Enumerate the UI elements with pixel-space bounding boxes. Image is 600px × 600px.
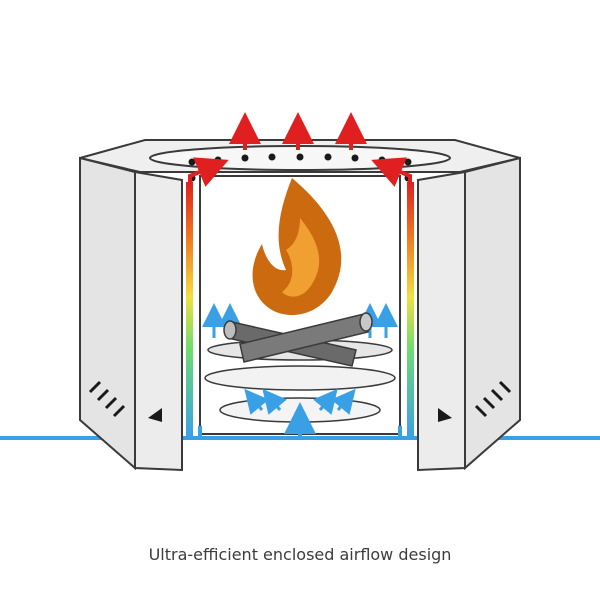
flame-icon <box>252 178 342 316</box>
left-outer-wall <box>79 156 183 472</box>
left-heated-air-channel <box>186 182 193 438</box>
bottom-intake-connectors <box>198 402 402 438</box>
right-heated-air-channel <box>407 182 414 438</box>
right-outer-wall <box>417 156 521 472</box>
diagram-caption: Ultra-efficient enclosed airflow design <box>148 545 452 564</box>
hot-air-inlet-arrows <box>188 157 412 187</box>
up-arrow-icon <box>229 112 367 150</box>
firewood-logs <box>223 312 373 367</box>
vent-slots-icon <box>88 380 512 418</box>
base-feet <box>148 408 452 422</box>
